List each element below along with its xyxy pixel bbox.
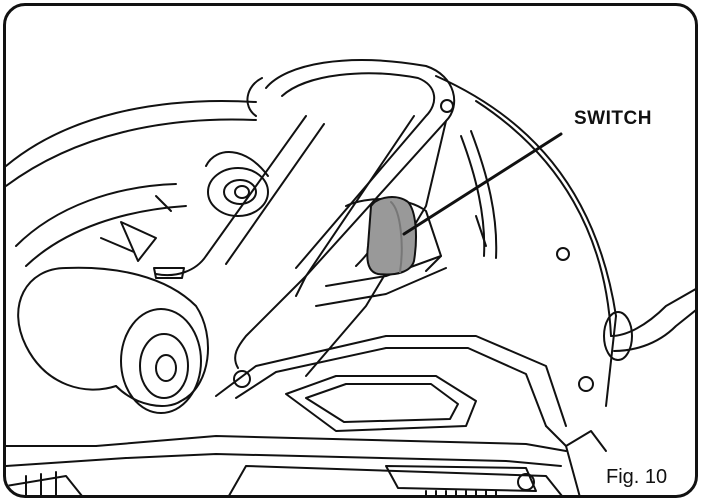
blade-guard (6, 99, 257, 267)
callout-leader (402, 132, 563, 236)
machine-illustration (6, 59, 695, 495)
power-switch (366, 196, 417, 276)
handle-grip (17, 266, 209, 414)
figure-caption: Fig. 10 (606, 466, 668, 488)
motor-housing (435, 75, 695, 407)
operating-handle (155, 59, 456, 388)
switch-callout-label: SWITCH (574, 108, 652, 129)
pivot-knob (205, 151, 269, 217)
saw-base (6, 335, 607, 495)
figure-frame: SWITCH Fig. 10 (3, 3, 698, 498)
